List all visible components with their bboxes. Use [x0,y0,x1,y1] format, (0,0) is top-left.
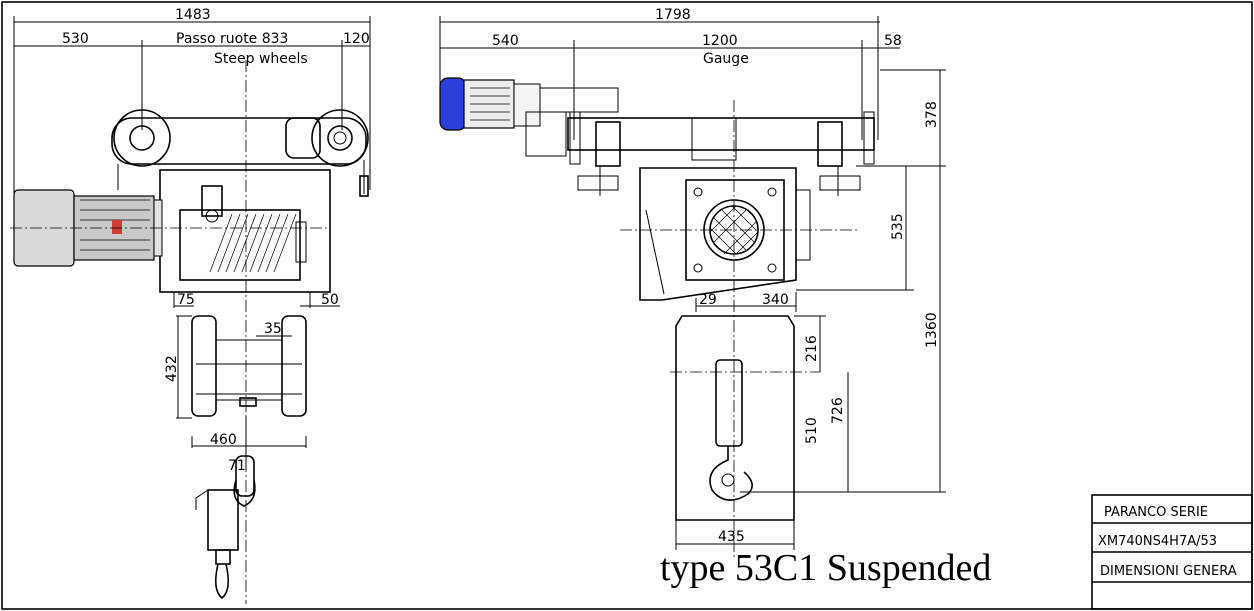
left-dim-right: 120 [343,31,370,47]
left-dim-71: 71 [228,458,246,474]
right-dim-340: 340 [762,292,789,308]
drum-cross-hatch [709,205,759,255]
title-block-series: PARANCO SERIE [1104,505,1208,520]
left-width-460: 460 [210,432,237,448]
right-dim-29: 29 [699,292,717,308]
right-front-view: 1798 540 1200 Gauge 58 [439,7,946,560]
right-height-535: 535 [890,213,906,240]
right-gauge-value: 1200 [702,33,738,49]
left-dim-left: 530 [62,31,89,47]
left-offset-75: 75 [177,292,195,308]
left-offset-50: 50 [321,292,339,308]
right-height-378: 378 [924,101,940,128]
right-dim-right: 58 [884,33,902,49]
left-offset-35: 35 [264,321,282,337]
rope-drum-hatch [209,213,297,273]
right-overall-width: 1798 [655,7,691,23]
left-wheel-base-label: Passo ruote 833 [176,31,288,47]
title-block: PARANCO SERIE XM740NS4H7A/53 DIMENSIONI … [1091,494,1253,610]
right-height-510: 510 [804,417,820,444]
left-overall-width: 1483 [175,7,211,23]
right-gauge-label: Gauge [703,51,749,67]
right-height-1360: 1360 [924,312,940,348]
title-block-description: DIMENSIONI GENERA [1100,564,1237,579]
title-block-code: XM740NS4H7A/53 [1098,534,1217,549]
left-wheel-base-en: Steep wheels [214,51,308,67]
right-width-435: 435 [718,529,745,545]
travel-motor [439,77,619,157]
left-height-432: 432 [164,355,180,382]
right-dim-left: 540 [492,33,519,49]
right-height-216: 216 [804,335,820,362]
right-height-726: 726 [830,397,846,424]
left-side-view: 1483 530 Passo ruote 833 Steep wheels 12… [10,7,371,604]
drawing-caption: type 53C1 Suspended [660,547,991,589]
